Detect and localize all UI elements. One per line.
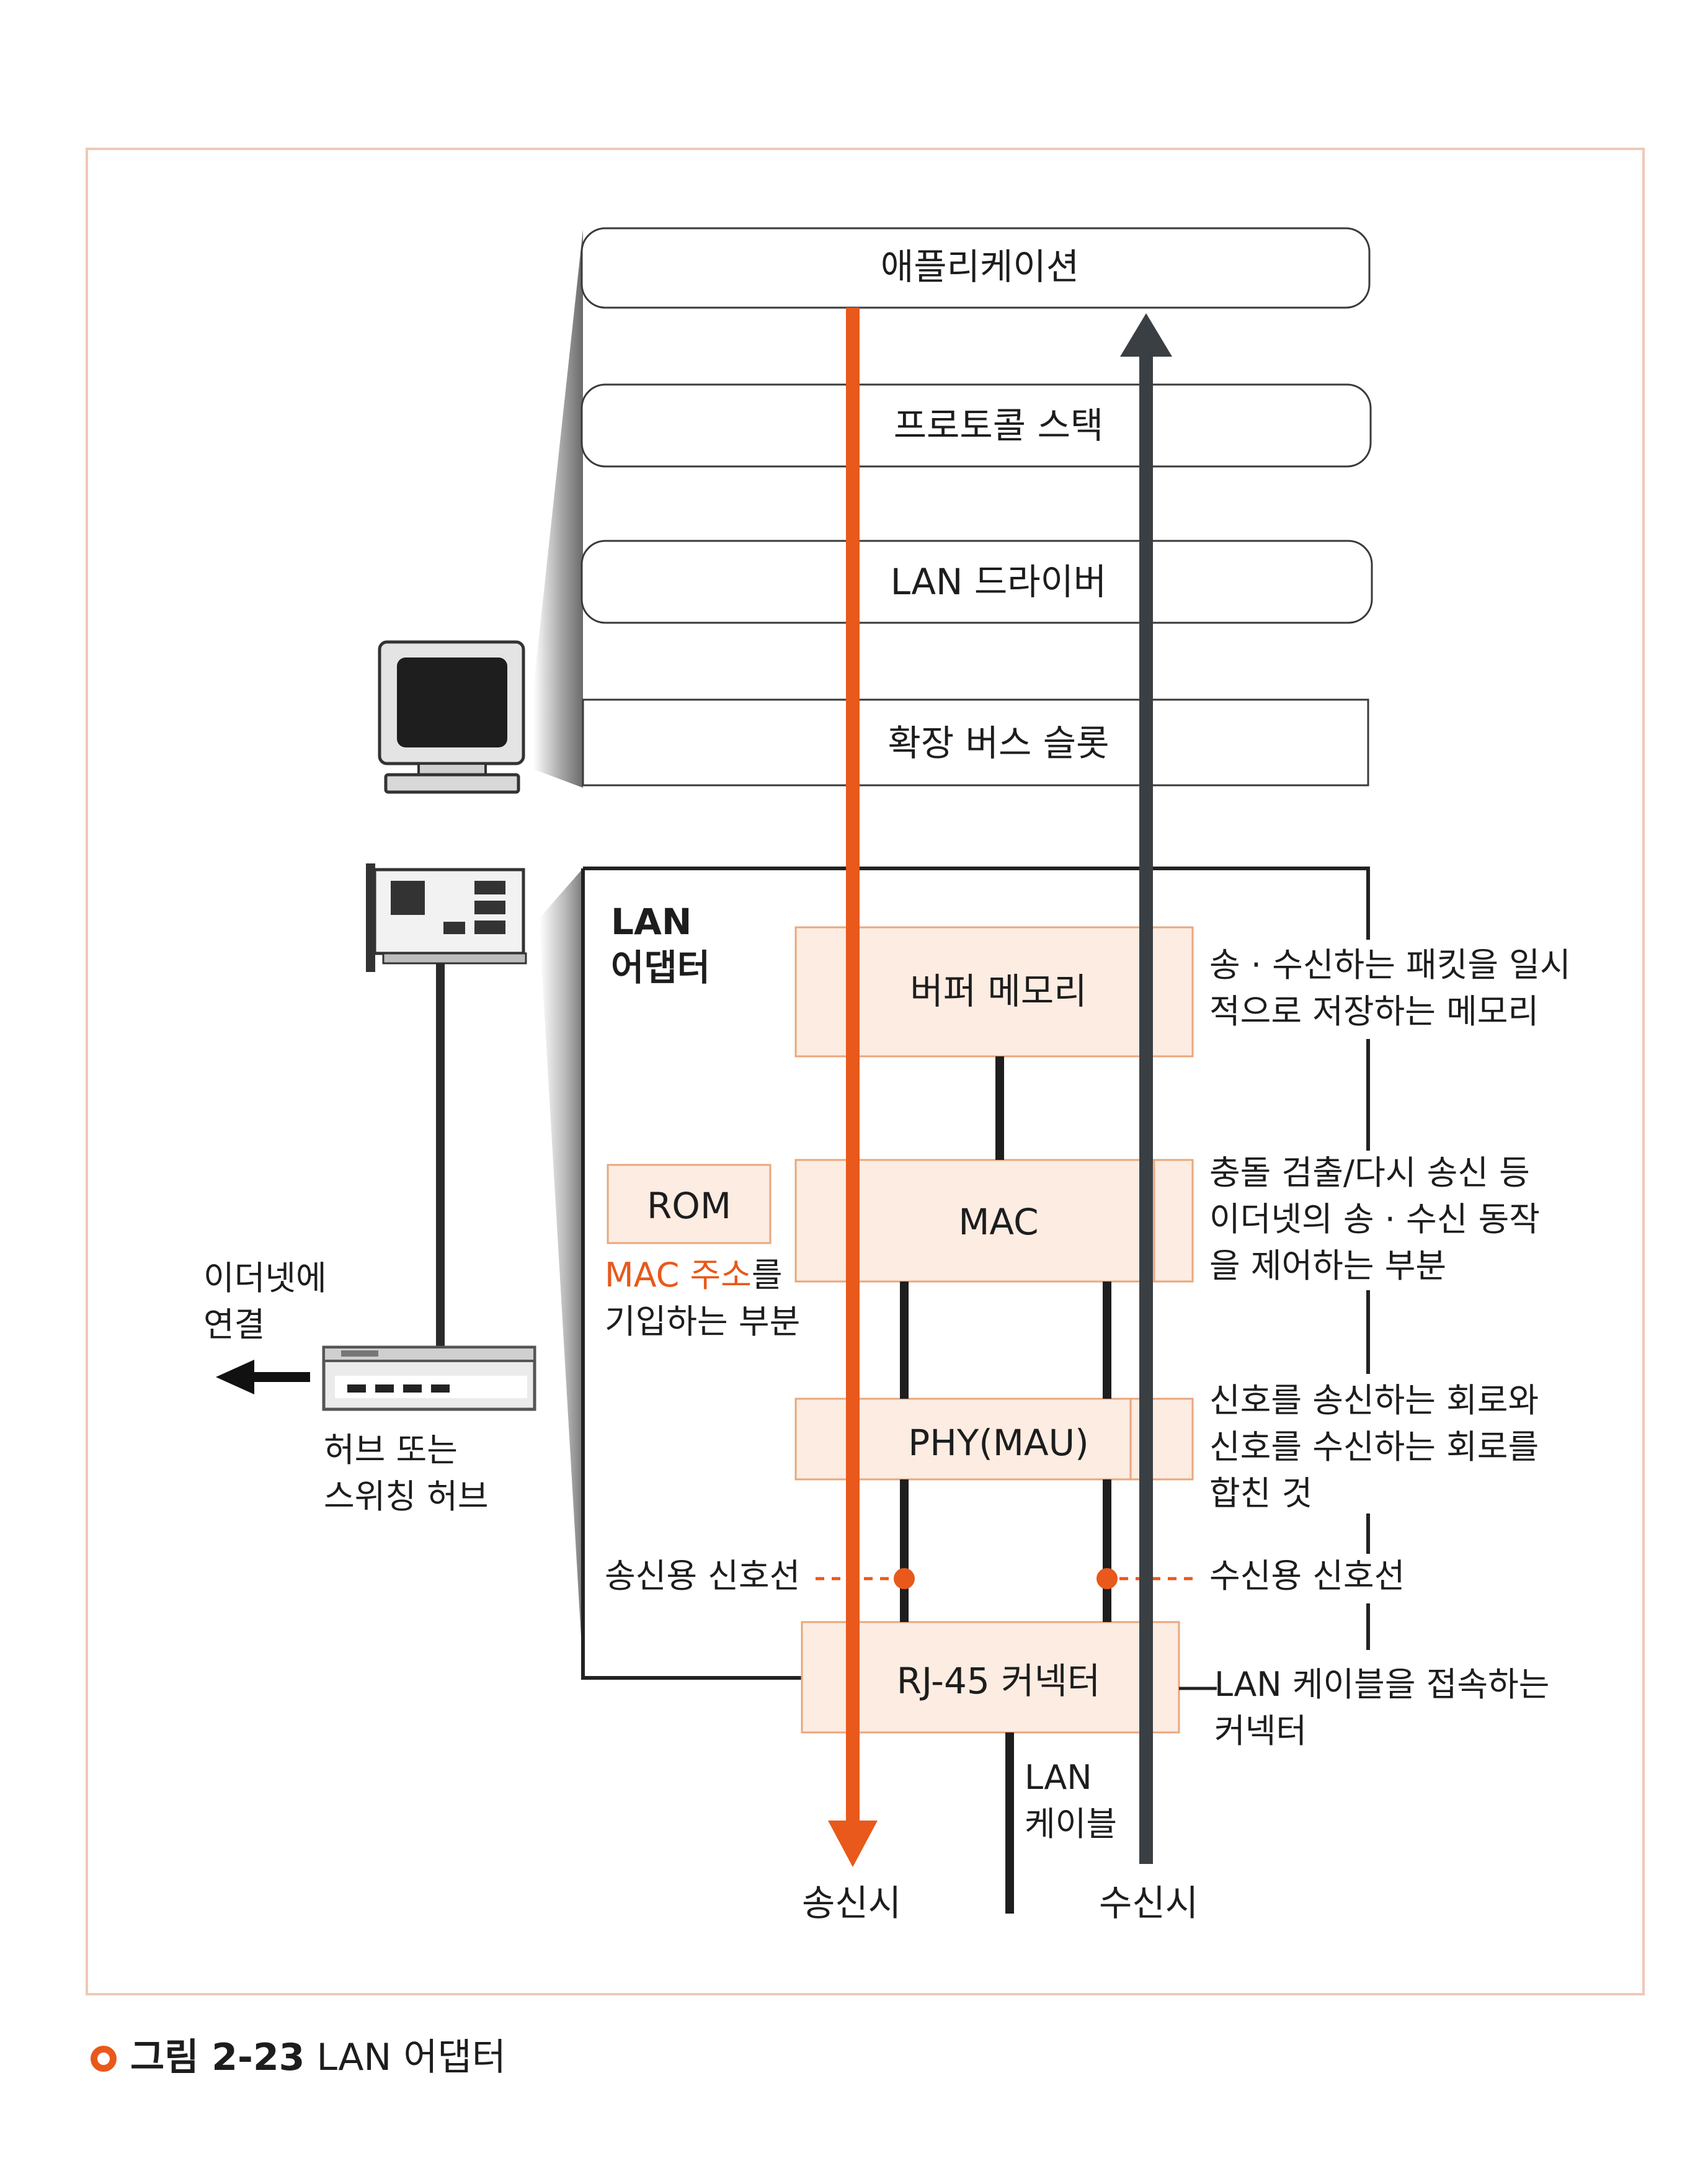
- phy-label: PHY(MAU): [908, 1422, 1089, 1464]
- phy-note-bg: [1203, 1374, 1550, 1513]
- hub-icon: [322, 1345, 536, 1411]
- tx-signal-dot: [894, 1568, 915, 1589]
- receive-arrow: [1120, 313, 1172, 1864]
- phy-note-line3: 합친 것: [1209, 1474, 1313, 1513]
- rx-signal-label: 수신용 신호선: [1209, 1556, 1405, 1595]
- layer-expansion-slot: [582, 698, 1369, 787]
- mac-note-line2: 이더넷의 송 · 수신 동작: [1209, 1200, 1540, 1239]
- caption-label: 그림 2-23: [130, 2036, 305, 2079]
- tx-signal-label: 송신용 신호선: [605, 1556, 801, 1595]
- rj45-label: RJ-45 커넥터: [896, 1660, 1101, 1702]
- send-label: 송신시: [802, 1882, 902, 1924]
- mac-note-line1: 충돌 검출/다시 송신 등: [1209, 1153, 1530, 1192]
- figure-frame: [86, 148, 1645, 1995]
- hub-label-line2: 스위칭 허브: [324, 1477, 489, 1516]
- rom-note-line1: MAC 주소를: [605, 1253, 783, 1297]
- rj45-note-line1: LAN 케이블을 접속하는: [1214, 1665, 1550, 1704]
- adapter-title-line1: LAN: [611, 901, 692, 943]
- adapter-title-line2: 어댑터: [611, 947, 711, 989]
- caption-title: LAN 어댑터: [316, 2036, 506, 2079]
- rom-label: ROM: [647, 1185, 731, 1227]
- lan-cable-label-line1: LAN: [1025, 1758, 1092, 1797]
- figure-caption: 그림 2-23 LAN 어댑터: [130, 2033, 506, 2082]
- rom-box: [607, 1164, 772, 1244]
- hub-label-line1: 허브 또는: [324, 1430, 458, 1469]
- rx-note-bg: [1203, 1554, 1408, 1603]
- buffer-note-line1: 송 · 수신하는 패킷을 일시: [1209, 945, 1571, 984]
- card-zoom-fan: [540, 868, 583, 1669]
- lan-cable-label-line2: 케이블: [1025, 1804, 1118, 1843]
- layer-lan-driver: [580, 540, 1373, 624]
- rom-note-line2: 기입하는 부분: [605, 1302, 801, 1341]
- ethernet-arrow: [216, 1360, 310, 1394]
- caption-marker-icon: [91, 2046, 117, 2072]
- mac-label: MAC: [958, 1201, 1039, 1243]
- mac-box-edge: [1153, 1159, 1194, 1283]
- application-label: 애플리케이션: [880, 246, 1080, 288]
- receive-label: 수신시: [1099, 1882, 1199, 1924]
- layer-protocol-stack: [580, 383, 1372, 468]
- rj45-note-line2: 커넥터: [1214, 1711, 1307, 1750]
- phy-note-line2: 신호를 수신하는 회로를: [1209, 1427, 1539, 1466]
- rom-note-line1-rest: 를: [751, 1255, 783, 1295]
- send-arrow: [828, 308, 878, 1867]
- monitor-zoom-fan: [533, 230, 583, 788]
- rj45-box: [801, 1621, 1180, 1734]
- mac-address-highlight: MAC 주소: [605, 1255, 752, 1295]
- ethernet-label-line2: 연결: [203, 1305, 265, 1344]
- buffer-note-line2: 적으로 저장하는 메모리: [1209, 992, 1539, 1031]
- buffer-note-bg: [1203, 940, 1550, 1039]
- mac-note-line3: 을 제어하는 부분: [1209, 1246, 1447, 1285]
- ethernet-label-line1: 이더넷에: [203, 1259, 327, 1298]
- protocol-stack-label: 프로토콜 스택: [893, 404, 1104, 447]
- layer-application: [580, 227, 1371, 309]
- buffer-memory-label: 버퍼 메모리: [910, 970, 1087, 1012]
- mac-note-bg: [1203, 1151, 1550, 1290]
- monitor-icon: [378, 640, 525, 794]
- buffer-memory-box: [794, 926, 1194, 1058]
- phy-note-line1: 신호를 송신하는 회로와: [1209, 1381, 1539, 1420]
- expansion-slot-label: 확장 버스 슬롯: [887, 722, 1110, 764]
- network-card-icon: [366, 863, 527, 972]
- lan-driver-label: LAN 드라이버: [890, 561, 1107, 603]
- rx-signal-dot: [1096, 1568, 1118, 1589]
